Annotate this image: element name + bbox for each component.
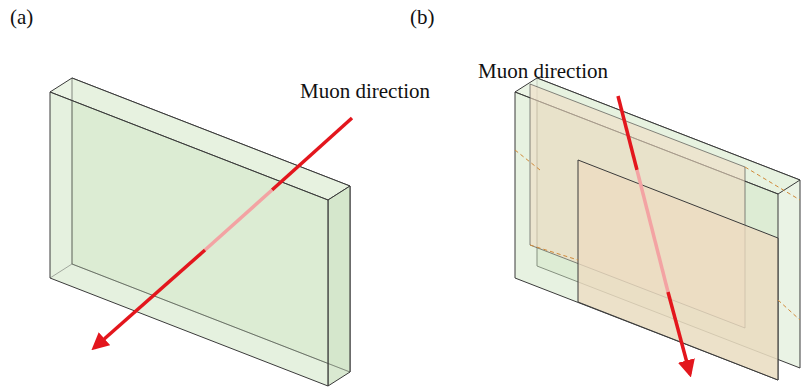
muon-arrow-a xyxy=(94,118,352,348)
direction-label: Muon direction xyxy=(478,60,608,83)
panel-label: (a) xyxy=(10,6,33,29)
panel-label: (b) xyxy=(410,6,435,29)
slab-a xyxy=(50,78,350,386)
direction-label: Muon direction xyxy=(300,80,430,103)
muon-arrow-b xyxy=(618,96,690,374)
inner-panels-b xyxy=(515,84,800,380)
slab-b xyxy=(515,78,800,380)
